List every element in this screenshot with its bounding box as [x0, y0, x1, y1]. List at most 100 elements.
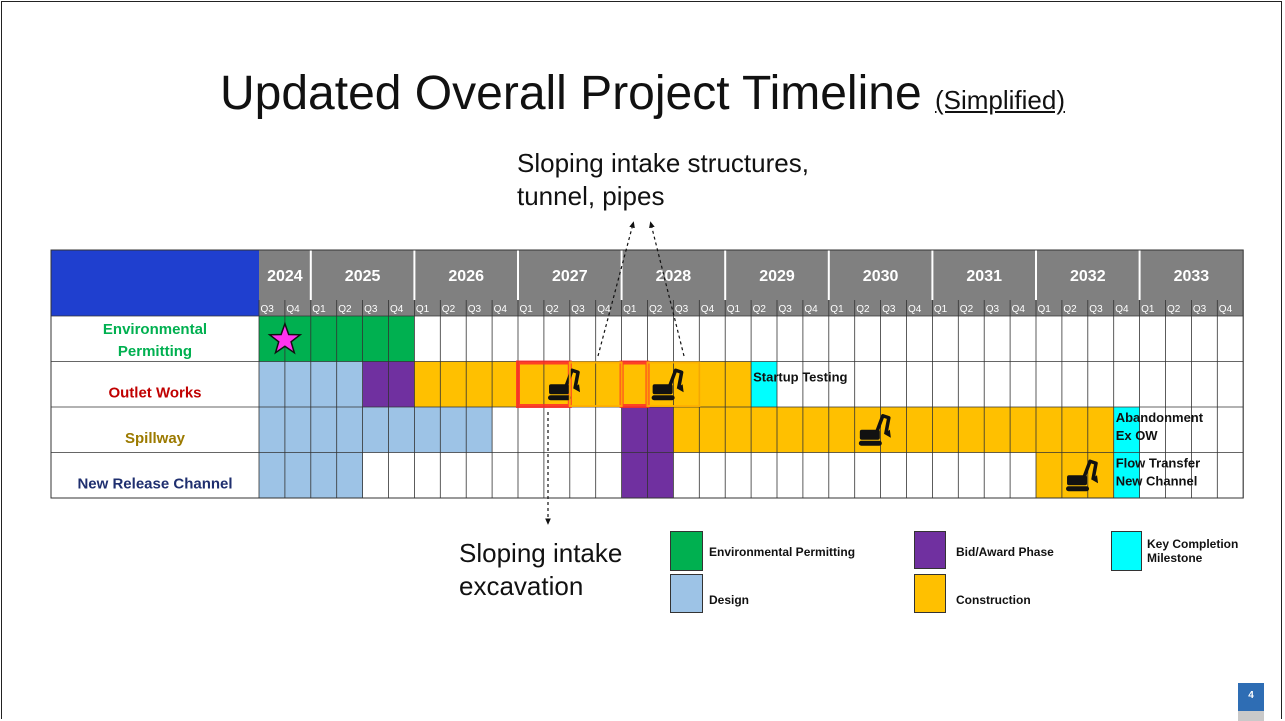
- quarter-label: Q1: [934, 304, 948, 315]
- bar-milestone: [1113, 452, 1140, 498]
- quarter-label: Q1: [416, 304, 430, 315]
- title-subtitle: (Simplified): [934, 85, 1066, 115]
- quarter-label: Q3: [779, 304, 793, 315]
- year-label: 2024: [267, 268, 303, 285]
- quarter-label: Q2: [442, 304, 456, 315]
- quarter-label: Q2: [1063, 304, 1077, 315]
- quarter-label: Q3: [261, 304, 275, 315]
- legend-swatch-design: [670, 574, 703, 613]
- page-number-strip: [1238, 711, 1264, 721]
- row-label-line: Spillway: [125, 430, 186, 447]
- quarter-label: Q3: [986, 304, 1000, 315]
- excavator-body: [1067, 475, 1088, 486]
- milestone-label-line: New Channel: [1116, 474, 1198, 489]
- legend-label-env-permitting: Environmental Permitting: [709, 545, 856, 559]
- row-label-line: New Release Channel: [77, 476, 232, 493]
- year-label: 2031: [966, 268, 1002, 285]
- page-title: Updated Overall Project Timeline (Simpli…: [0, 70, 1285, 118]
- quarter-label: Q2: [545, 304, 559, 315]
- callout-arrow-top-left: [597, 221, 635, 357]
- row-label-line: Permitting: [118, 343, 192, 360]
- quarter-label: Q2: [338, 304, 352, 315]
- excavator-icon: [651, 368, 684, 401]
- bar-milestone: [751, 361, 777, 407]
- quarter-label: Q2: [856, 304, 870, 315]
- year-label: 2033: [1174, 268, 1210, 285]
- quarter-label: Q3: [1193, 304, 1207, 315]
- year-label: 2029: [759, 268, 795, 285]
- quarter-label: Q1: [520, 304, 534, 315]
- bar-construction: [673, 407, 1114, 453]
- quarter-label: Q2: [1167, 304, 1181, 315]
- quarter-label: Q4: [286, 304, 300, 315]
- excavator-track: [651, 395, 675, 401]
- quarter-label: Q4: [804, 304, 818, 315]
- bar-design: [259, 407, 493, 453]
- quarter-label: Q4: [390, 304, 404, 315]
- legend-swatch-bid-award: [914, 531, 946, 569]
- quarter-label: Q4: [908, 304, 922, 315]
- milestone-label-line: Abandonment: [1116, 410, 1204, 425]
- header-corner: [51, 250, 259, 316]
- quarter-label: Q3: [882, 304, 896, 315]
- excavator-track: [1066, 486, 1090, 492]
- row-label: Spillway: [125, 430, 186, 447]
- milestone-label: Startup Testing: [753, 370, 847, 385]
- row-label-line: Environmental: [103, 321, 207, 338]
- callout-line: excavation: [459, 571, 584, 601]
- quarter-label: Q3: [468, 304, 482, 315]
- year-label: 2032: [1070, 268, 1106, 285]
- year-label: 2028: [656, 268, 692, 285]
- row-label-line: Outlet Works: [108, 385, 201, 402]
- year-label: 2026: [448, 268, 484, 285]
- excavator-body: [652, 384, 673, 395]
- quarter-label: Q2: [753, 304, 767, 315]
- quarter-label: Q4: [597, 304, 611, 315]
- highlight-box-secondary: [646, 361, 701, 407]
- quarter-label: Q4: [1012, 304, 1026, 315]
- quarter-label: Q4: [701, 304, 715, 315]
- milestone-label: Abandonment Ex OW: [1116, 410, 1204, 443]
- legend-label-construction: Construction: [956, 593, 1031, 607]
- legend-label-bid-award: Bid/Award Phase: [956, 545, 1054, 559]
- quarter-label: Q1: [312, 304, 326, 315]
- milestone-label-line: Ex OW: [1116, 428, 1159, 443]
- year-label: 2027: [552, 268, 588, 285]
- star-marker: [267, 321, 303, 355]
- quarter-label: Q1: [727, 304, 741, 315]
- excavator-icon: [548, 368, 581, 401]
- callout-intake-structures: Sloping intake structures, tunnel, pipes: [517, 147, 809, 213]
- bar-milestone: [1113, 407, 1140, 453]
- highlight-box-secondary: [568, 361, 623, 407]
- page-number: 4: [1238, 683, 1264, 711]
- excavator-track: [858, 440, 882, 446]
- row-label: New Release Channel: [77, 476, 232, 493]
- legend-label-milestone: Key Completion Milestone: [1147, 537, 1239, 565]
- legend-swatch-construction: [914, 574, 946, 613]
- quarter-label: Q1: [623, 304, 637, 315]
- bar-construction: [414, 361, 752, 407]
- legend-swatch-milestone: [1111, 531, 1142, 571]
- excavator-icon: [858, 414, 891, 446]
- quarter-label: Q3: [1089, 304, 1103, 315]
- excavator-body: [859, 429, 880, 440]
- quarter-label: Q4: [494, 304, 508, 315]
- quarter-label: Q3: [364, 304, 378, 315]
- quarter-label: Q2: [649, 304, 663, 315]
- quarter-label: Q2: [960, 304, 974, 315]
- milestone-label-line: Flow Transfer: [1116, 456, 1201, 471]
- excavator-body: [549, 384, 570, 395]
- quarter-label: Q1: [1038, 304, 1052, 315]
- quarter-label: Q4: [1219, 304, 1233, 315]
- excavator-bucket: [1091, 475, 1099, 484]
- callout-intake-excavation: Sloping intake excavation: [459, 537, 622, 603]
- excavator-track: [548, 395, 572, 401]
- title-text: Updated Overall Project Timeline: [219, 67, 922, 120]
- year-label: 2030: [863, 268, 899, 285]
- callout-arrow-top-right: [649, 221, 685, 357]
- quarter-label: Q4: [1115, 304, 1129, 315]
- excavator-bucket: [676, 384, 684, 393]
